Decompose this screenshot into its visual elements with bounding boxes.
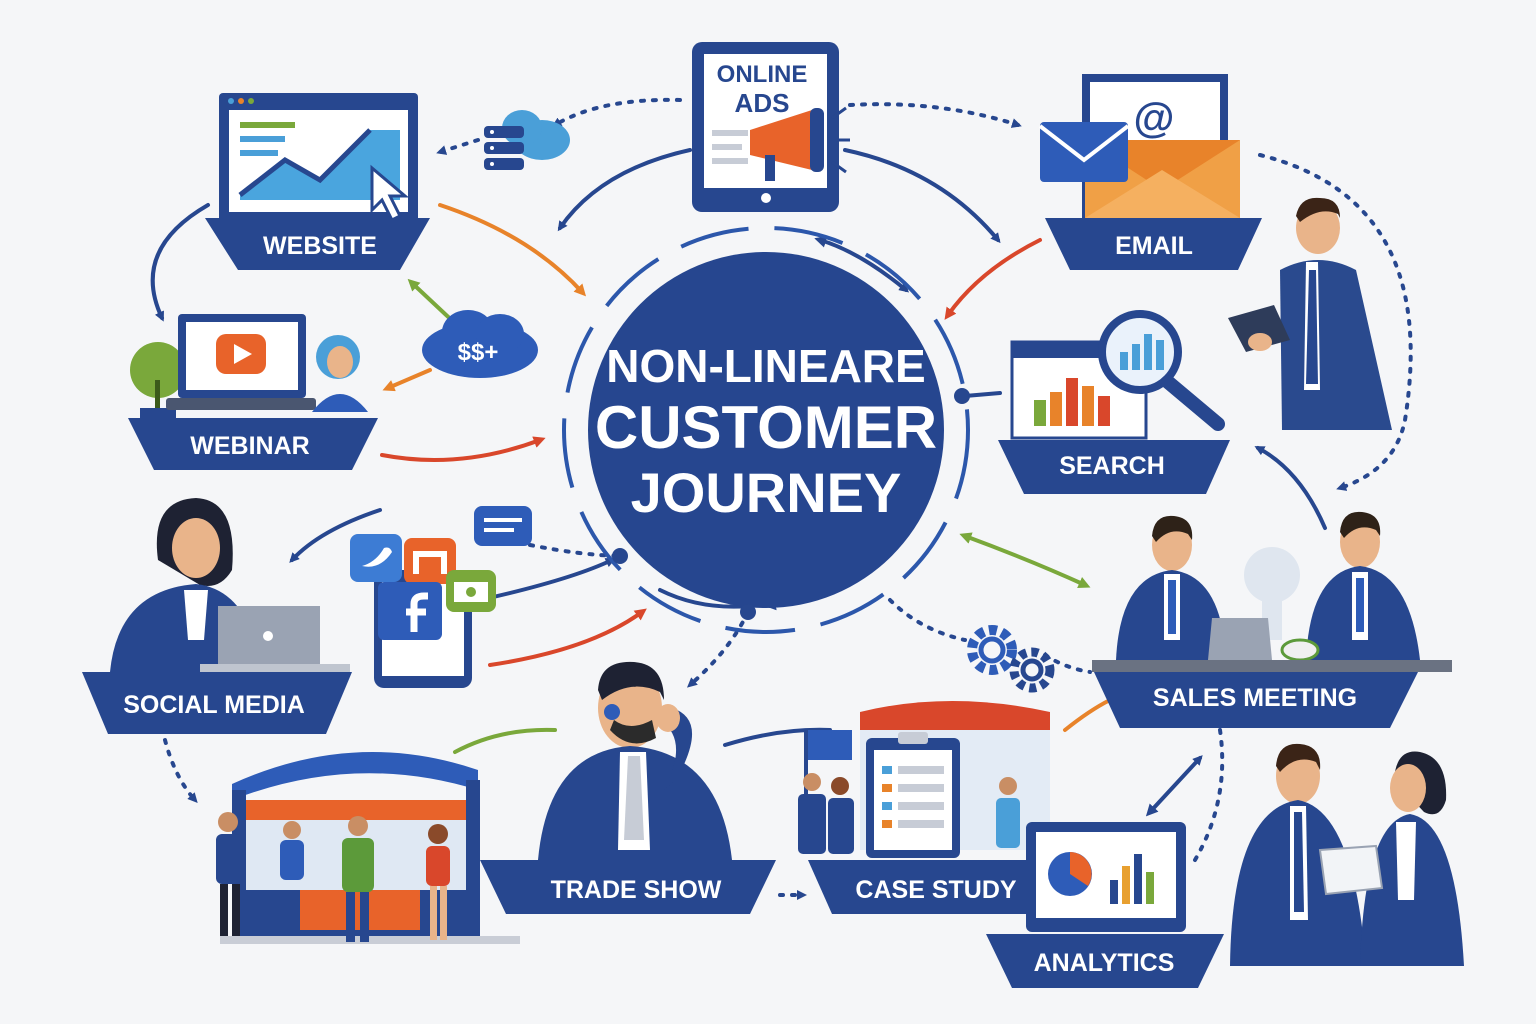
- cloud-server-icon: [484, 110, 570, 170]
- money-chat-icon: [446, 570, 496, 612]
- flag-icon: [804, 730, 852, 800]
- chat-bubble-icon: [474, 506, 532, 546]
- arrow-center-to-social: [289, 508, 382, 563]
- phone-man-figure: [538, 661, 732, 860]
- woman-laptop-figure: [110, 498, 350, 672]
- arrow-casestudy-to-trade: [723, 727, 832, 747]
- arrow-webinar-to-center: [380, 436, 546, 462]
- businessman-tablet-figure: [1228, 197, 1392, 430]
- arrow-ads-to-website: [557, 148, 692, 232]
- arrow-phone-to-center: [478, 558, 616, 602]
- online-ads-line2: ADS: [735, 88, 790, 118]
- analytics-node: ANALYTICS: [986, 822, 1224, 988]
- trade-show-node: TRADE SHOW: [480, 661, 776, 914]
- center-hub: NON-LINEARE CUSTOMER JOURNEY: [562, 226, 970, 634]
- bar-chart-icon: [1034, 378, 1110, 426]
- online-ads-line1: ONLINE: [717, 61, 808, 88]
- arrow-cloud-to-webinar: [382, 368, 432, 392]
- money-cloud-icon: $$+: [422, 310, 538, 378]
- trade-show-label: TRADE SHOW: [551, 876, 722, 904]
- meeting-man-left: [1116, 515, 1226, 660]
- play-icon: [234, 344, 252, 364]
- at-sign-icon: @: [1134, 94, 1175, 141]
- webinar-node: WEBINAR: [128, 314, 378, 470]
- search-label: SEARCH: [1059, 452, 1165, 480]
- arrow-email-to-center: [944, 238, 1042, 320]
- webinar-person-figure: [312, 335, 368, 412]
- email-node: @ EMAIL: [1038, 74, 1262, 270]
- arrow-website-to-webinar: [150, 203, 210, 322]
- trade-booth-node: [216, 752, 520, 944]
- arrow-meeting-to-search: [1254, 446, 1327, 530]
- arrow-website-to-center: [438, 203, 587, 297]
- headset-icon: [604, 704, 620, 720]
- website-node: WEBSITE: [205, 93, 430, 270]
- clipboard-icon: [866, 732, 960, 858]
- email-label: EMAIL: [1115, 232, 1193, 260]
- online-ads-node: ONLINE ADS: [692, 42, 850, 212]
- sales-meeting-node: SALES MEETING: [1092, 511, 1452, 728]
- center-title-line1: NON-LINEARE: [606, 340, 925, 392]
- arrow-search-to-center: [963, 391, 1002, 398]
- twitter-icon: [350, 534, 402, 582]
- case-study-label: CASE STUDY: [855, 876, 1016, 904]
- pie-chart-icon: [1048, 852, 1092, 896]
- visitor-figures: [216, 812, 450, 942]
- social-phone-node: [350, 506, 532, 688]
- envelope-icon: [1038, 122, 1130, 182]
- arrow-analytics-meeting: [1145, 755, 1203, 817]
- megaphone-icon: [712, 106, 850, 181]
- hub-node-dot: [612, 548, 628, 564]
- arrow-tradeshow-to-center: [658, 588, 754, 612]
- business-couple-figure: [1230, 743, 1464, 966]
- search-node: SEARCH: [998, 310, 1230, 494]
- webinar-label: WEBINAR: [190, 432, 309, 460]
- arrow-ads-to-email: [843, 148, 1001, 244]
- meeting-man-right: [1306, 511, 1420, 660]
- arrow-casestudy-to-meeting: [1063, 698, 1112, 732]
- money-symbols: $$+: [458, 339, 499, 366]
- social-media-node: SOCIAL MEDIA: [82, 498, 352, 734]
- case-study-people: [798, 773, 1020, 854]
- hub-node-dot: [954, 388, 970, 404]
- magnifier-icon: [1098, 310, 1225, 431]
- sales-meeting-label: SALES MEETING: [1153, 684, 1357, 712]
- facebook-icon: [378, 582, 442, 640]
- analytics-bars-icon: [1110, 854, 1154, 904]
- website-label: WEBSITE: [263, 232, 377, 260]
- center-title-line3: JOURNEY: [631, 461, 902, 524]
- hub-node-dot: [740, 604, 756, 620]
- arrow-tradeshow-to-casestudy: [453, 727, 557, 754]
- social-media-label: SOCIAL MEDIA: [123, 691, 305, 719]
- arrow-center-sales-green: [959, 532, 1091, 588]
- center-title-line2: CUSTOMER: [595, 394, 937, 461]
- arrow-center-top-bidir: [814, 235, 910, 293]
- arrow-social-to-center: [488, 608, 647, 667]
- news-icon: [404, 538, 456, 584]
- analytics-label: ANALYTICS: [1034, 949, 1175, 977]
- globe-icon: [1244, 547, 1300, 603]
- gears-icon: [967, 625, 1055, 693]
- case-study-node: CASE STUDY: [798, 701, 1064, 914]
